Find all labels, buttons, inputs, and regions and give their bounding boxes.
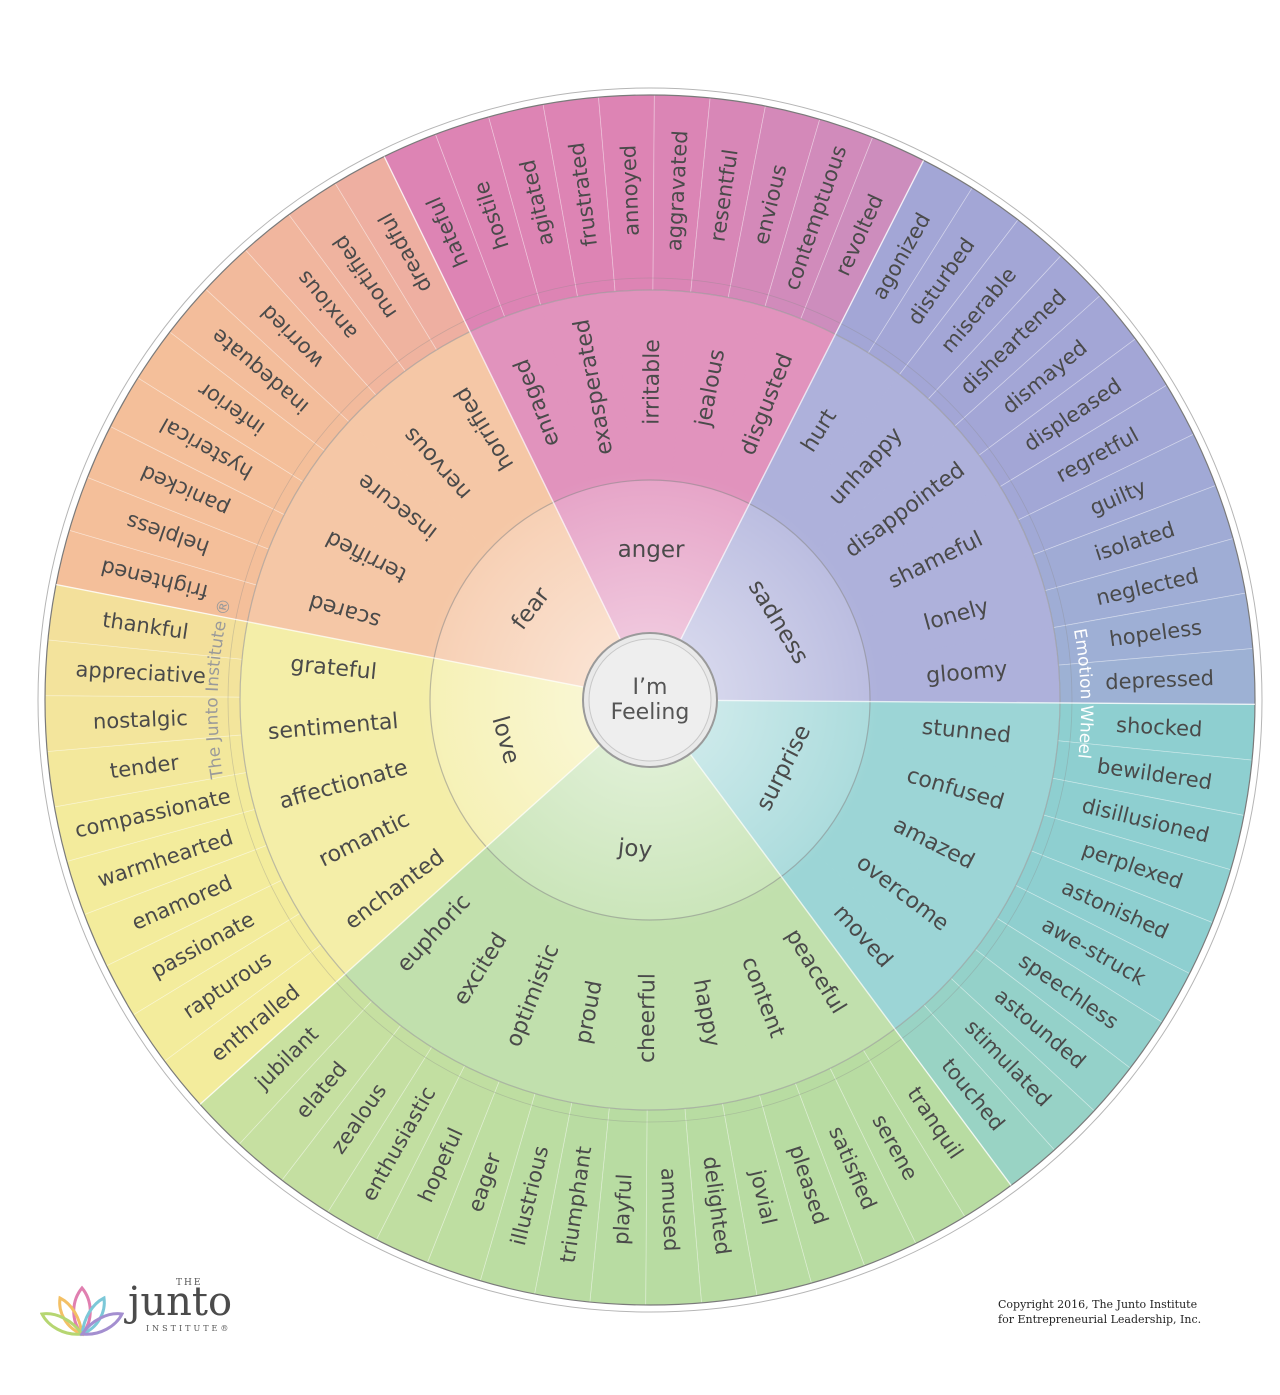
separator-fear bbox=[55, 583, 585, 688]
wheel-rings bbox=[37, 87, 1263, 1313]
outer-label-amused[interactable]: amused bbox=[656, 1167, 683, 1252]
middle-ring bbox=[239, 289, 1061, 1111]
outer-edge bbox=[44, 94, 1256, 1306]
logo-subtitle: INSTITUTE® bbox=[146, 1324, 232, 1333]
logo-name: junto bbox=[128, 1279, 233, 1325]
core-label-anger[interactable]: anger bbox=[618, 537, 686, 563]
outer-label-depressed[interactable]: depressed bbox=[1105, 666, 1215, 694]
outer-label-shocked[interactable]: shocked bbox=[1116, 713, 1203, 742]
separator-love bbox=[199, 744, 601, 1105]
separator-anger bbox=[383, 156, 622, 641]
middle-label-irritable[interactable]: irritable bbox=[639, 339, 665, 425]
center-line-1: I’m bbox=[633, 675, 668, 700]
middle-label-cheerful[interactable]: cheerful bbox=[635, 973, 661, 1063]
outer-label-playful[interactable]: playful bbox=[609, 1173, 637, 1245]
lotus-icon bbox=[40, 1285, 124, 1337]
center-line-2: Feeling bbox=[611, 700, 690, 725]
middle-ring-outer-line bbox=[227, 277, 1073, 1123]
junto-logo: THE junto INSTITUTE® bbox=[40, 1278, 270, 1348]
center-hub[interactable]: I’m Feeling bbox=[582, 632, 718, 768]
copyright: Copyright 2016, The Junto Institute for … bbox=[998, 1297, 1258, 1327]
core-ring bbox=[429, 479, 871, 921]
separator-surprise bbox=[716, 699, 1255, 706]
outer-edge-line bbox=[37, 87, 1263, 1313]
separator-sadness bbox=[679, 160, 925, 641]
copyright-line-2: for Entrepreneurial Leadership, Inc. bbox=[998, 1313, 1202, 1326]
outer-label-nostalgic[interactable]: nostalgic bbox=[93, 706, 189, 734]
core-label-joy[interactable]: joy bbox=[616, 835, 653, 864]
separator-joy bbox=[689, 753, 1012, 1186]
outer-label-annoyed[interactable]: annoyed bbox=[616, 144, 644, 236]
copyright-line-1: Copyright 2016, The Junto Institute bbox=[998, 1298, 1198, 1311]
logo-the: THE bbox=[176, 1278, 203, 1288]
